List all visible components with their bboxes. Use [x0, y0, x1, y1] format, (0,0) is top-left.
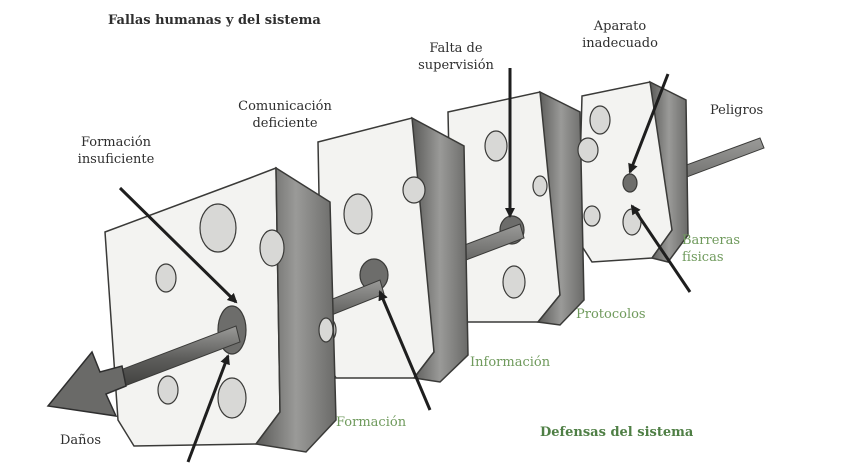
hole: [589, 105, 611, 135]
label-line: deficiente: [252, 116, 318, 131]
hole: [402, 176, 426, 204]
hole: [502, 265, 526, 299]
hole: [532, 175, 548, 197]
label-informacion: Información: [470, 355, 551, 370]
arrow-comunicacion: [378, 290, 432, 411]
label-falta-supervision: Falta de supervisión: [406, 40, 506, 74]
label-barreras: Barreras físicas: [682, 232, 740, 266]
label-line: Comunicación: [238, 99, 332, 114]
label-formacion: Formación: [336, 415, 407, 430]
label-protocolos: Protocolos: [576, 307, 646, 322]
arrow-barreras: [630, 204, 692, 293]
damage-arrow-head: [46, 350, 127, 417]
hole: [155, 263, 177, 293]
label-line: inadecuado: [582, 36, 658, 51]
hole: [622, 173, 638, 193]
label-line: físicas: [682, 250, 724, 265]
label-comunicacion: Comunicación deficiente: [230, 98, 340, 132]
defense-slice-1: [104, 166, 337, 453]
label-line: Falta de: [429, 41, 483, 56]
label-peligros: Peligros: [710, 103, 764, 118]
arrow-formacion-insuficiente: [118, 186, 238, 304]
label-line: Formación: [80, 135, 152, 150]
hole: [318, 317, 334, 343]
label-line: insuficiente: [77, 152, 155, 167]
defense-slice-2: [317, 116, 469, 383]
arrow-formacion-insuficiente-lower: [186, 354, 230, 463]
hole: [199, 203, 237, 253]
defense-slice-4: [577, 80, 689, 263]
label-line: Aparato: [593, 19, 647, 34]
hole: [583, 205, 601, 227]
label-line: Barreras: [682, 233, 741, 248]
defense-slice-3: [447, 90, 599, 326]
label-danos: Daños: [60, 433, 102, 448]
label-line: supervisión: [418, 58, 494, 73]
label-aparato: Aparato inadecuado: [570, 18, 670, 52]
diagram-title: Fallas humanas y del sistema: [108, 13, 321, 28]
arrow-aparato: [628, 73, 670, 174]
label-formacion-insuficiente: Formación insuficiente: [66, 134, 166, 168]
hole: [577, 137, 599, 163]
hole: [217, 377, 247, 419]
hole: [259, 229, 285, 267]
label-defensas: Defensas del sistema: [540, 425, 694, 440]
hole: [157, 375, 179, 405]
hole: [343, 193, 373, 235]
hole: [484, 130, 508, 162]
